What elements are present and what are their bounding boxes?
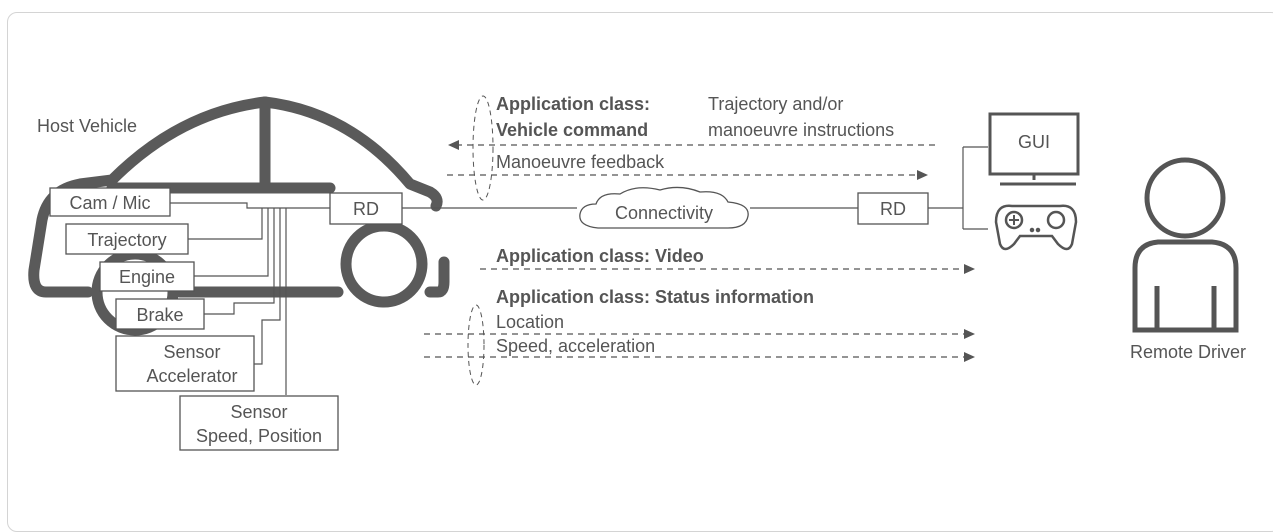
remote-driver-label: Remote Driver <box>1130 342 1246 362</box>
video-class-label: Application class: Video <box>496 246 704 266</box>
instructions-line2: manoeuvre instructions <box>708 120 894 140</box>
component-cam-mic: Cam / Mic <box>49 187 171 217</box>
sensor-speed-position-line2: Speed, Position <box>196 426 322 446</box>
component-sensor-speed-position: Sensor Speed, Position <box>179 395 339 451</box>
component-trajectory: Trajectory <box>65 223 189 255</box>
sensor-speed-position-line1: Sensor <box>230 402 287 422</box>
person-icon <box>1132 157 1239 333</box>
monitor-icon: GUI <box>988 112 1080 186</box>
feedback-arrowhead <box>917 170 928 180</box>
speed-arrowhead <box>964 352 975 362</box>
trajectory-label: Trajectory <box>87 230 166 250</box>
component-brake: Brake <box>115 298 205 330</box>
rd-remote: RD <box>857 192 929 225</box>
component-sensor-accelerator: Sensor Accelerator <box>115 335 255 392</box>
sensor-accelerator-line2: Accelerator <box>146 366 237 386</box>
connectivity-label: Connectivity <box>615 203 713 223</box>
rd-remote-label: RD <box>880 199 906 219</box>
status-item-location: Location <box>496 312 564 332</box>
command-group-brace <box>472 95 494 201</box>
gui-label: GUI <box>1018 132 1050 152</box>
video-arrowhead <box>964 264 975 274</box>
rd-vehicle: RD <box>329 192 403 225</box>
host-vehicle-label: Host Vehicle <box>37 116 137 136</box>
vehicle-bus-wires <box>170 202 330 395</box>
location-arrowhead <box>964 329 975 339</box>
cam-mic-label: Cam / Mic <box>70 193 151 213</box>
status-group-brace <box>467 304 485 386</box>
brake-label: Brake <box>136 305 183 325</box>
vehicle-command-class-line2: Vehicle command <box>496 120 648 140</box>
rd-to-devices-wire <box>928 146 988 230</box>
sensor-accelerator-line1: Sensor <box>163 342 220 362</box>
command-arrowhead <box>448 140 459 150</box>
manoeuvre-feedback-label: Manoeuvre feedback <box>496 152 665 172</box>
vehicle-command-class-line1: Application class: <box>496 94 650 114</box>
cloud-icon: Connectivity <box>579 186 749 229</box>
instructions-line1: Trajectory and/or <box>708 94 843 114</box>
engine-label: Engine <box>119 267 175 287</box>
status-item-speed: Speed, acceleration <box>496 336 655 356</box>
component-engine: Engine <box>99 261 195 292</box>
rd-vehicle-label: RD <box>353 199 379 219</box>
status-class-label: Application class: Status information <box>496 287 814 307</box>
gamepad-icon <box>994 204 1078 251</box>
